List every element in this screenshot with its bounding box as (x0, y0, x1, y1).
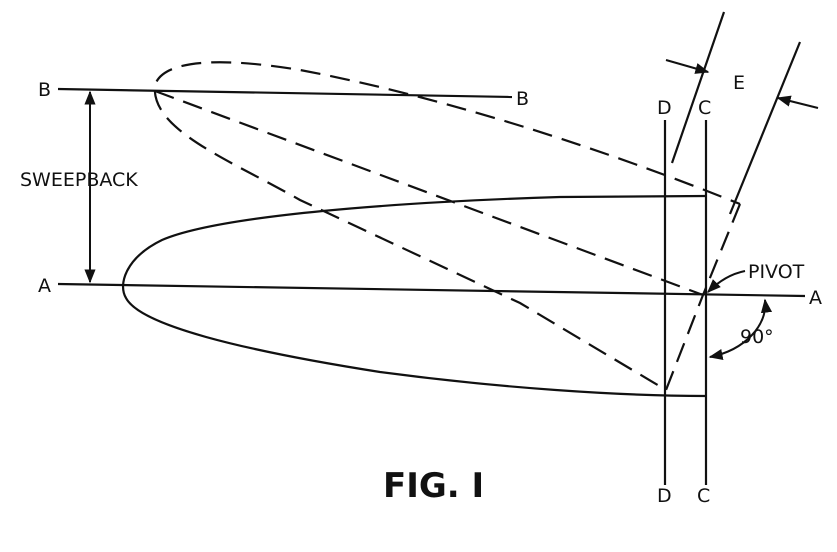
label-e: E (733, 72, 745, 94)
figure-caption: FIG. I (383, 466, 484, 506)
label-c-bottom: C (697, 485, 710, 507)
label-c-top: C (698, 97, 711, 119)
label-b-right: B (516, 88, 529, 110)
swept-chord-line (154, 89, 704, 297)
swept-edge-upper-line (670, 11, 726, 164)
label-angle: 90° (740, 326, 774, 348)
label-d-top: D (657, 97, 672, 119)
wing-straight-position (122, 194, 707, 398)
label-sweepback: SWEEPBACK (20, 169, 138, 191)
line-b (57, 87, 513, 99)
dimension-e-arrow-left (665, 59, 710, 74)
label-a-right: A (809, 287, 822, 309)
swept-edge-lower-line (728, 41, 802, 215)
dimension-e-arrow-right (776, 95, 819, 109)
label-pivot: PIVOT (748, 261, 805, 283)
wing-swept-position (153, 61, 742, 392)
label-d-bottom: D (657, 485, 672, 507)
pivot-leader (707, 270, 746, 293)
line-a (57, 282, 806, 298)
right-angle-arc (708, 298, 773, 361)
label-a-left: A (38, 275, 51, 297)
label-b-left: B (38, 79, 51, 101)
